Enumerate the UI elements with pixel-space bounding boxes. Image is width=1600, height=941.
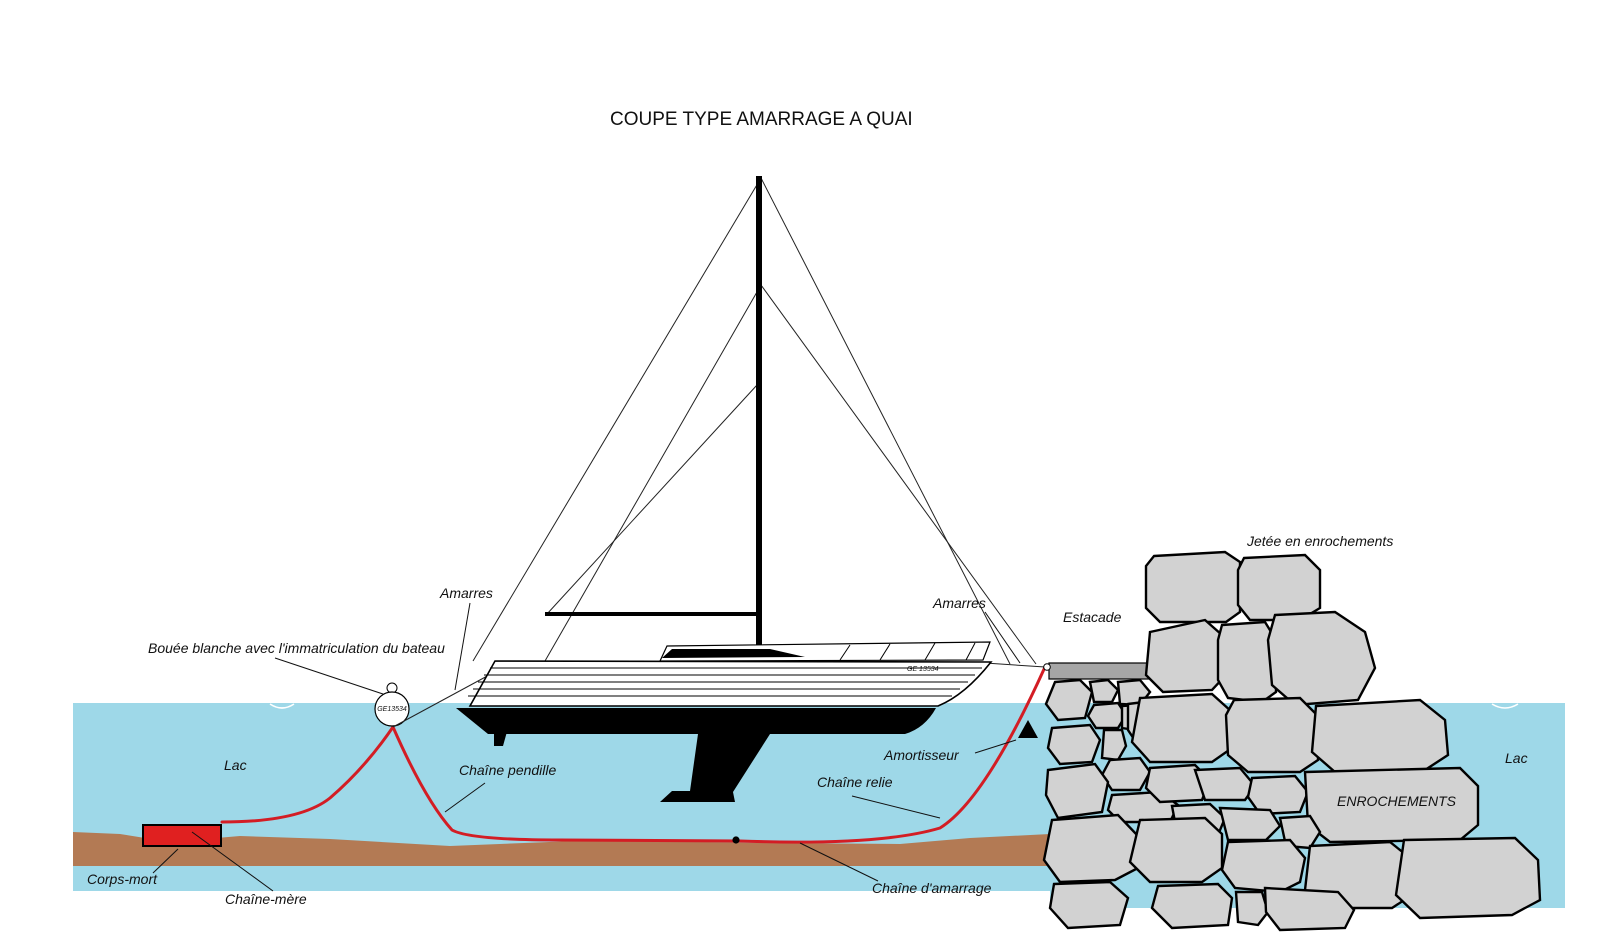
cabin-window <box>662 649 805 658</box>
boat-hull <box>468 660 993 707</box>
water-ripple-right <box>1491 703 1519 709</box>
sailboat-rigging <box>472 177 1037 665</box>
keel <box>660 734 770 802</box>
label-lac-right: Lac <box>1505 750 1528 766</box>
label-estacade: Estacade <box>1063 609 1122 625</box>
estacade <box>1048 662 1154 680</box>
boat-registration: GE 13534 <box>907 666 939 673</box>
seabed <box>73 832 1050 866</box>
deck-lines <box>839 642 976 661</box>
leader-lines <box>152 602 1021 892</box>
buoy: GE13534 <box>374 682 410 727</box>
label-amarres-right: Amarres <box>932 595 986 611</box>
label-chaine-mere: Chaîne-mère <box>225 891 307 907</box>
water-ripple-left <box>269 703 295 709</box>
label-lac-left: Lac <box>224 757 247 773</box>
corps-mort-block <box>142 824 222 847</box>
mother-chain <box>220 725 395 824</box>
boat-underbody <box>456 708 936 734</box>
label-amarres-left: Amarres <box>439 585 493 601</box>
rudder <box>494 728 508 746</box>
diagram-title: COUPE TYPE AMARRAGE A QUAI <box>610 109 913 130</box>
label-chaine-relie: Chaîne relie <box>817 774 893 790</box>
label-enrochements: ENROCHEMENTS <box>1337 793 1457 809</box>
shock-absorber <box>1018 720 1038 738</box>
chain-dot <box>732 836 740 844</box>
rock-jetty <box>1042 550 1542 932</box>
pendant-chain <box>391 665 1047 844</box>
boom <box>545 612 761 616</box>
hull-stripes <box>468 667 982 697</box>
buoy-registration: GE13534 <box>377 706 407 713</box>
mast <box>756 176 762 645</box>
label-amortisseur: Amortisseur <box>883 747 960 763</box>
mooring-line-bow <box>984 662 1046 668</box>
label-chaine-amarrage: Chaîne d'amarrage <box>872 880 992 896</box>
pier-ring <box>1043 663 1051 671</box>
label-jetee: Jetée en enrochements <box>1246 533 1393 549</box>
label-bouee: Bouée blanche avec l'immatriculation du … <box>148 640 445 656</box>
label-corps-mort: Corps-mort <box>87 871 158 887</box>
label-chaine-pendille: Chaîne pendille <box>459 762 557 778</box>
